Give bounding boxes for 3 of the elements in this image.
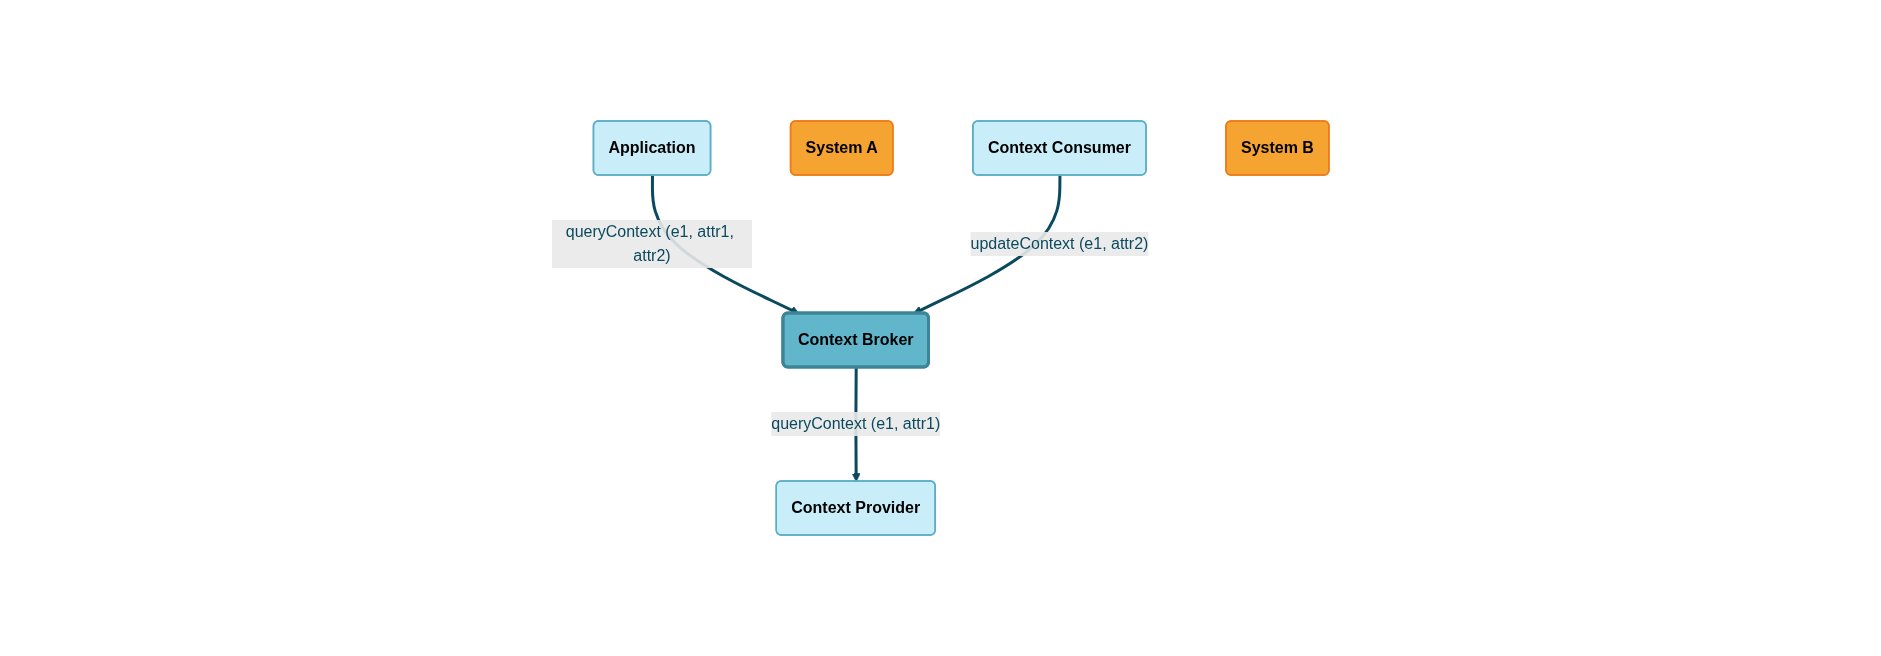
edge-label: updateContext (e1, attr2) — [970, 235, 1149, 252]
edge-label: queryContext (e1, attr1, attr2) — [565, 223, 734, 264]
edge-label: queryContext (e1, attr1) — [771, 414, 941, 432]
